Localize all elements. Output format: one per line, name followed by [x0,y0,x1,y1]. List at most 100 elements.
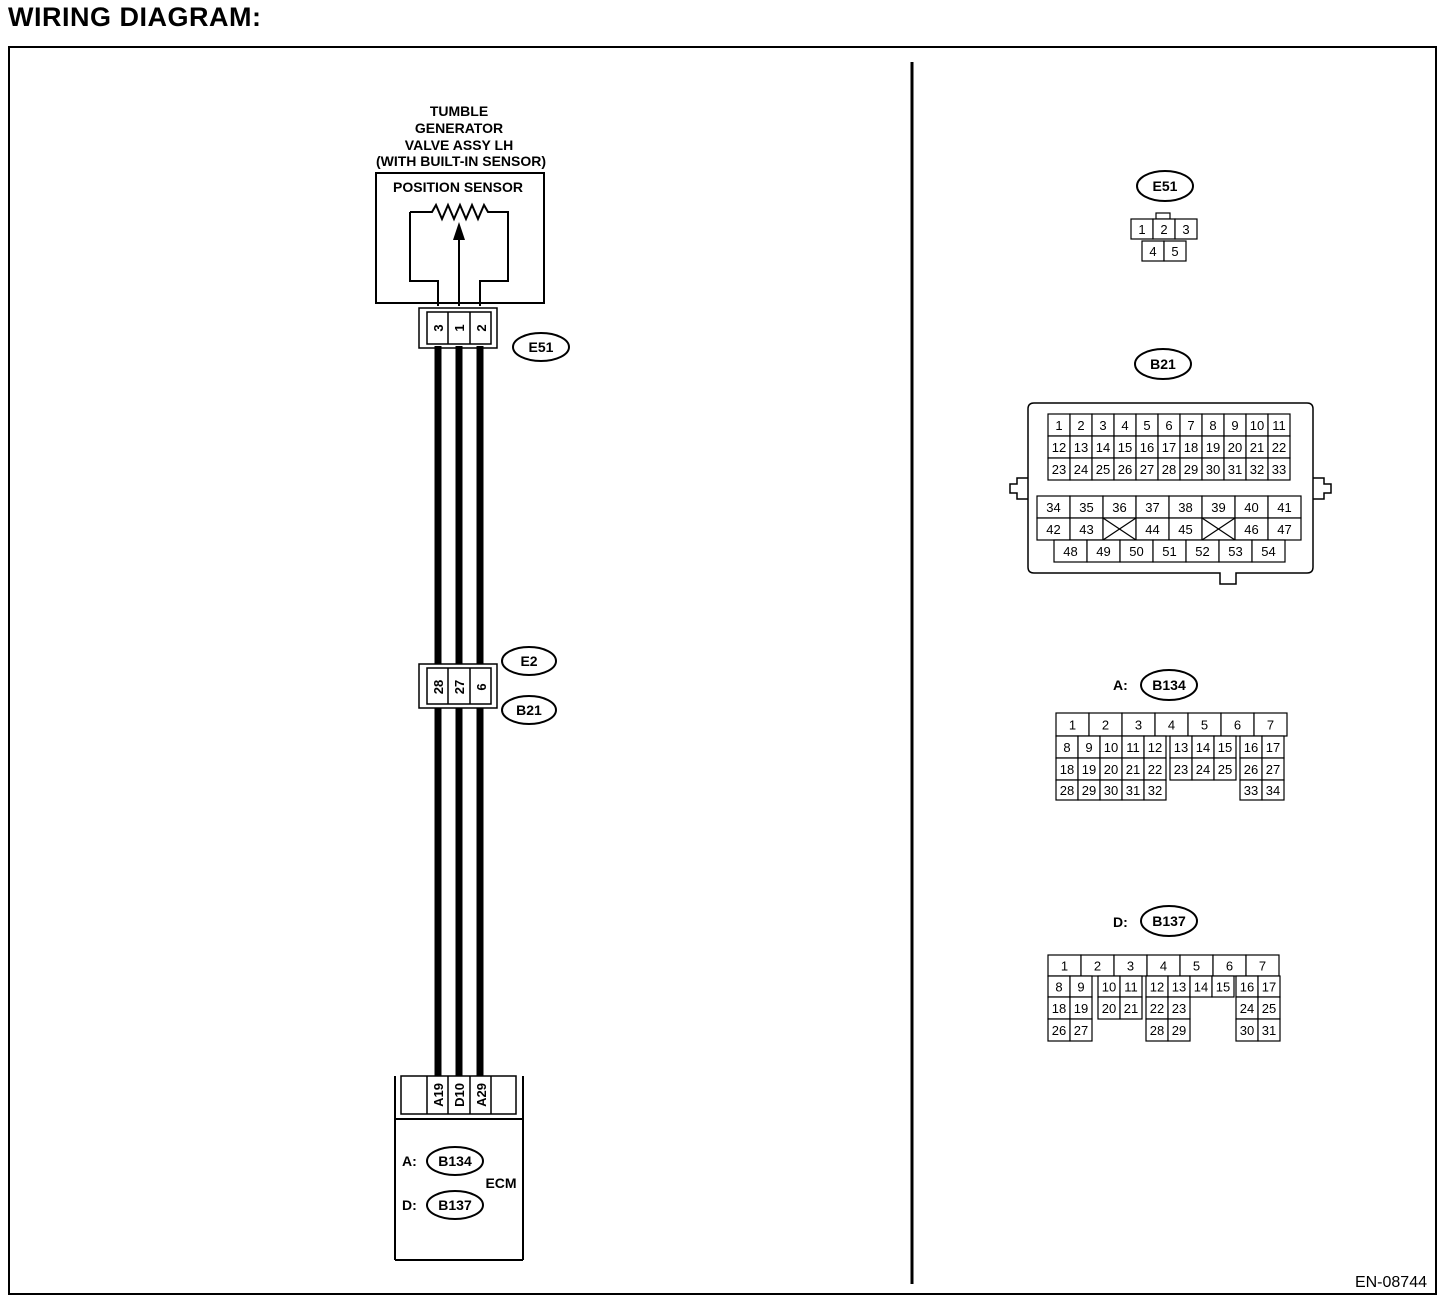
b137-face-prefix: D: [1113,914,1128,930]
b137-face-tag-label: B137 [1152,913,1186,929]
b137-face-pin-11-label: 11 [1124,980,1138,995]
b21-face-pin-12-label: 12 [1052,440,1066,455]
e51-tag-label: E51 [529,339,554,355]
b134-face-pin-29-label: 29 [1082,783,1096,798]
position-sensor-label: POSITION SENSOR [393,179,523,195]
b21-face-pin-30-label: 30 [1206,462,1220,477]
b137-face-pin-25-label: 25 [1262,1001,1276,1016]
b21-face-pin-25-label: 25 [1096,462,1110,477]
b21-face-pin-11-label: 11 [1272,418,1286,433]
b21-face-pin-23-label: 23 [1052,462,1066,477]
b21-face-pin-50-label: 50 [1129,544,1143,559]
b21-face-pin-29-label: 29 [1184,462,1198,477]
b134-connector-tag [426,1146,484,1176]
b134-face-pin-28-label: 28 [1060,783,1074,798]
tumble-generator-valve-component: TUMBLE GENERATOR VALVE ASSY LH (WITH BUI… [375,103,546,306]
e51-face-pin-5 [1163,240,1187,262]
b137-face-pin-30-label: 30 [1240,1023,1254,1038]
b21-face-pin-53-label: 53 [1228,544,1242,559]
b21-face-pin-42-label: 42 [1046,522,1060,537]
b137-face-pin-27-label: 27 [1074,1023,1088,1038]
potentiometer-resistor-symbol [409,202,509,306]
b134-face-pin-22-label: 22 [1148,762,1162,777]
b137-face-pin-5-label: 5 [1193,959,1200,974]
joint-pin-27: 27 [452,680,467,694]
b134-face-pin-17-label: 17 [1266,740,1280,755]
b21-face-pin-27-label: 27 [1140,462,1154,477]
component-title-line-2: GENERATOR [415,120,503,136]
e51-face-pin-1-label: 1 [1138,222,1145,237]
b134-face-tag [1140,669,1198,701]
b134-face-pin-13-label: 13 [1174,740,1188,755]
joint-connector-pins [426,667,492,705]
b134-face-prefix: A: [1113,677,1128,693]
e51-face-pin-5-label: 5 [1171,244,1178,259]
ecm-connector-pins [400,1075,517,1115]
b21-face-pin-21-label: 21 [1250,440,1264,455]
b137-face-pin-16-label: 16 [1240,980,1254,995]
b137-face-pin-4-label: 4 [1160,959,1167,974]
b134-face-pin-25-label: 25 [1218,762,1232,777]
b134-face-pin-30-label: 30 [1104,783,1118,798]
b137-face-pin-17-label: 17 [1262,980,1276,995]
b21-face-pin-19-label: 19 [1206,440,1220,455]
b134-face-pin-23-label: 23 [1174,762,1188,777]
b21-face-pin-14-label: 14 [1096,440,1110,455]
b21-face-pin-15-label: 15 [1118,440,1132,455]
b134-face-pin-4-label: 4 [1168,718,1175,733]
b21-connector-tag [501,695,557,725]
b21-face-pin-54-label: 54 [1261,544,1275,559]
b21-face-pin-47-label: 47 [1277,522,1291,537]
b137-connector-tag [426,1190,484,1220]
b134-face-pin-32-label: 32 [1148,783,1162,798]
b137-face-pin-29 [1167,1018,1191,1042]
b137-face-pin-7-label: 7 [1259,959,1266,974]
b21-face-pin-46-label: 46 [1244,522,1258,537]
b21-face-pin-32-label: 32 [1250,462,1264,477]
b134-face-pin-9-label: 9 [1085,740,1092,755]
joint-pin-6: 6 [474,683,489,690]
e51-face-pin-2-label: 2 [1160,222,1167,237]
b134-face-pin-3-label: 3 [1135,718,1142,733]
b134-face-pin-25 [1213,757,1237,781]
ecm-pin-a19: A19 [431,1083,446,1107]
e2-tag-label: E2 [520,653,537,669]
b137-face-pin-29-label: 29 [1172,1023,1186,1038]
b134-face-pin-32 [1143,779,1167,801]
ecm-pin-a29: A29 [474,1083,489,1107]
b21-face-pin-8-label: 8 [1209,418,1216,433]
b21-face-pin-22-label: 22 [1272,440,1286,455]
b21-face-pin-24-label: 24 [1074,462,1088,477]
b21-face-pin-20-label: 20 [1228,440,1242,455]
b21-face-pin-7-label: 7 [1187,418,1194,433]
b137-face-pin-8-label: 8 [1055,980,1062,995]
b134-face-pin-19-label: 19 [1082,762,1096,777]
b134-face-pin-18-label: 18 [1060,762,1074,777]
b21-face-pin-2-label: 2 [1077,418,1084,433]
b137-face-pin-21-label: 21 [1124,1001,1138,1016]
b137-face-pin-1-label: 1 [1061,959,1068,974]
b134-face-pin-10-label: 10 [1104,740,1118,755]
ecm-b137-label: B137 [438,1197,472,1213]
b21-face-tag [1134,348,1192,380]
b21-face-pin-45-label: 45 [1178,522,1192,537]
b21-face-pin-43-label: 43 [1079,522,1093,537]
b137-face-pin-3-label: 3 [1127,959,1134,974]
b137-face-pin-14-label: 14 [1194,980,1208,995]
b21-face-pin-36-label: 36 [1112,500,1126,515]
b134-face-pin-21-label: 21 [1126,762,1140,777]
b134-face-pin-20-label: 20 [1104,762,1118,777]
component-title-line-3: VALVE ASSY LH [405,137,513,153]
b134-face-pin-33-label: 33 [1244,783,1258,798]
b137-face-tag [1140,905,1198,937]
ecm-b134-label: B134 [438,1153,472,1169]
b21-face-pin-6-label: 6 [1165,418,1172,433]
diagram-heading: WIRING DIAGRAM: [8,2,262,32]
b21-face-pin-34-label: 34 [1046,500,1060,515]
diagram-frame [8,46,1437,1295]
b137-face-pin-15-label: 15 [1216,980,1230,995]
b137-face-pin-13-label: 13 [1172,980,1186,995]
